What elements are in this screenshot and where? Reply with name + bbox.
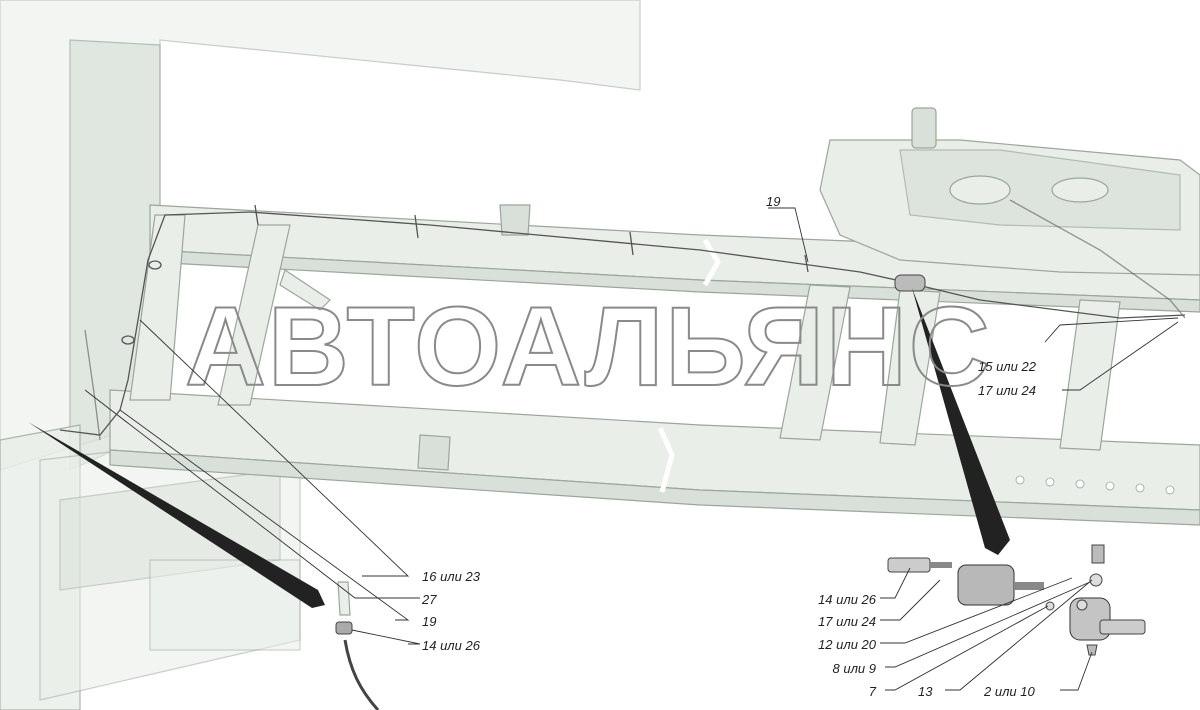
callout-17-24-right: 17 или 24 <box>978 383 1036 398</box>
callout-27: 27 <box>421 592 437 607</box>
filter-assembly-detail <box>887 544 1146 656</box>
callout-19-bottom: 19 <box>422 614 436 629</box>
callout-8-9: 8 или 9 <box>833 661 876 676</box>
callout-13: 13 <box>918 684 933 699</box>
callout-14-26-right: 14 или 26 <box>818 592 877 607</box>
pointer-arrow-left <box>28 422 325 608</box>
hose-detail <box>335 581 380 710</box>
fuel-tank <box>819 107 1200 276</box>
callout-14-26-left: 14 или 26 <box>422 638 481 653</box>
callout-16-23: 16 или 23 <box>422 569 481 584</box>
pointer-arrow-right <box>912 288 1010 555</box>
chassis-frame <box>109 204 1200 526</box>
callout-labels: 19 15 или 22 17 или 24 16 или 23 27 19 1… <box>421 194 1037 699</box>
leader-lines <box>84 207 1179 691</box>
watermark-text: АВТОАЛЬЯНС <box>185 284 992 409</box>
callout-19-top: 19 <box>766 194 780 209</box>
callout-15-22: 15 или 22 <box>978 359 1037 374</box>
callout-17-24-detail: 17 или 24 <box>818 614 876 629</box>
callout-12-20: 12 или 20 <box>818 637 877 652</box>
callout-2-10: 2 или 10 <box>983 684 1035 699</box>
callout-7: 7 <box>869 684 877 699</box>
fuel-line <box>59 199 1186 441</box>
